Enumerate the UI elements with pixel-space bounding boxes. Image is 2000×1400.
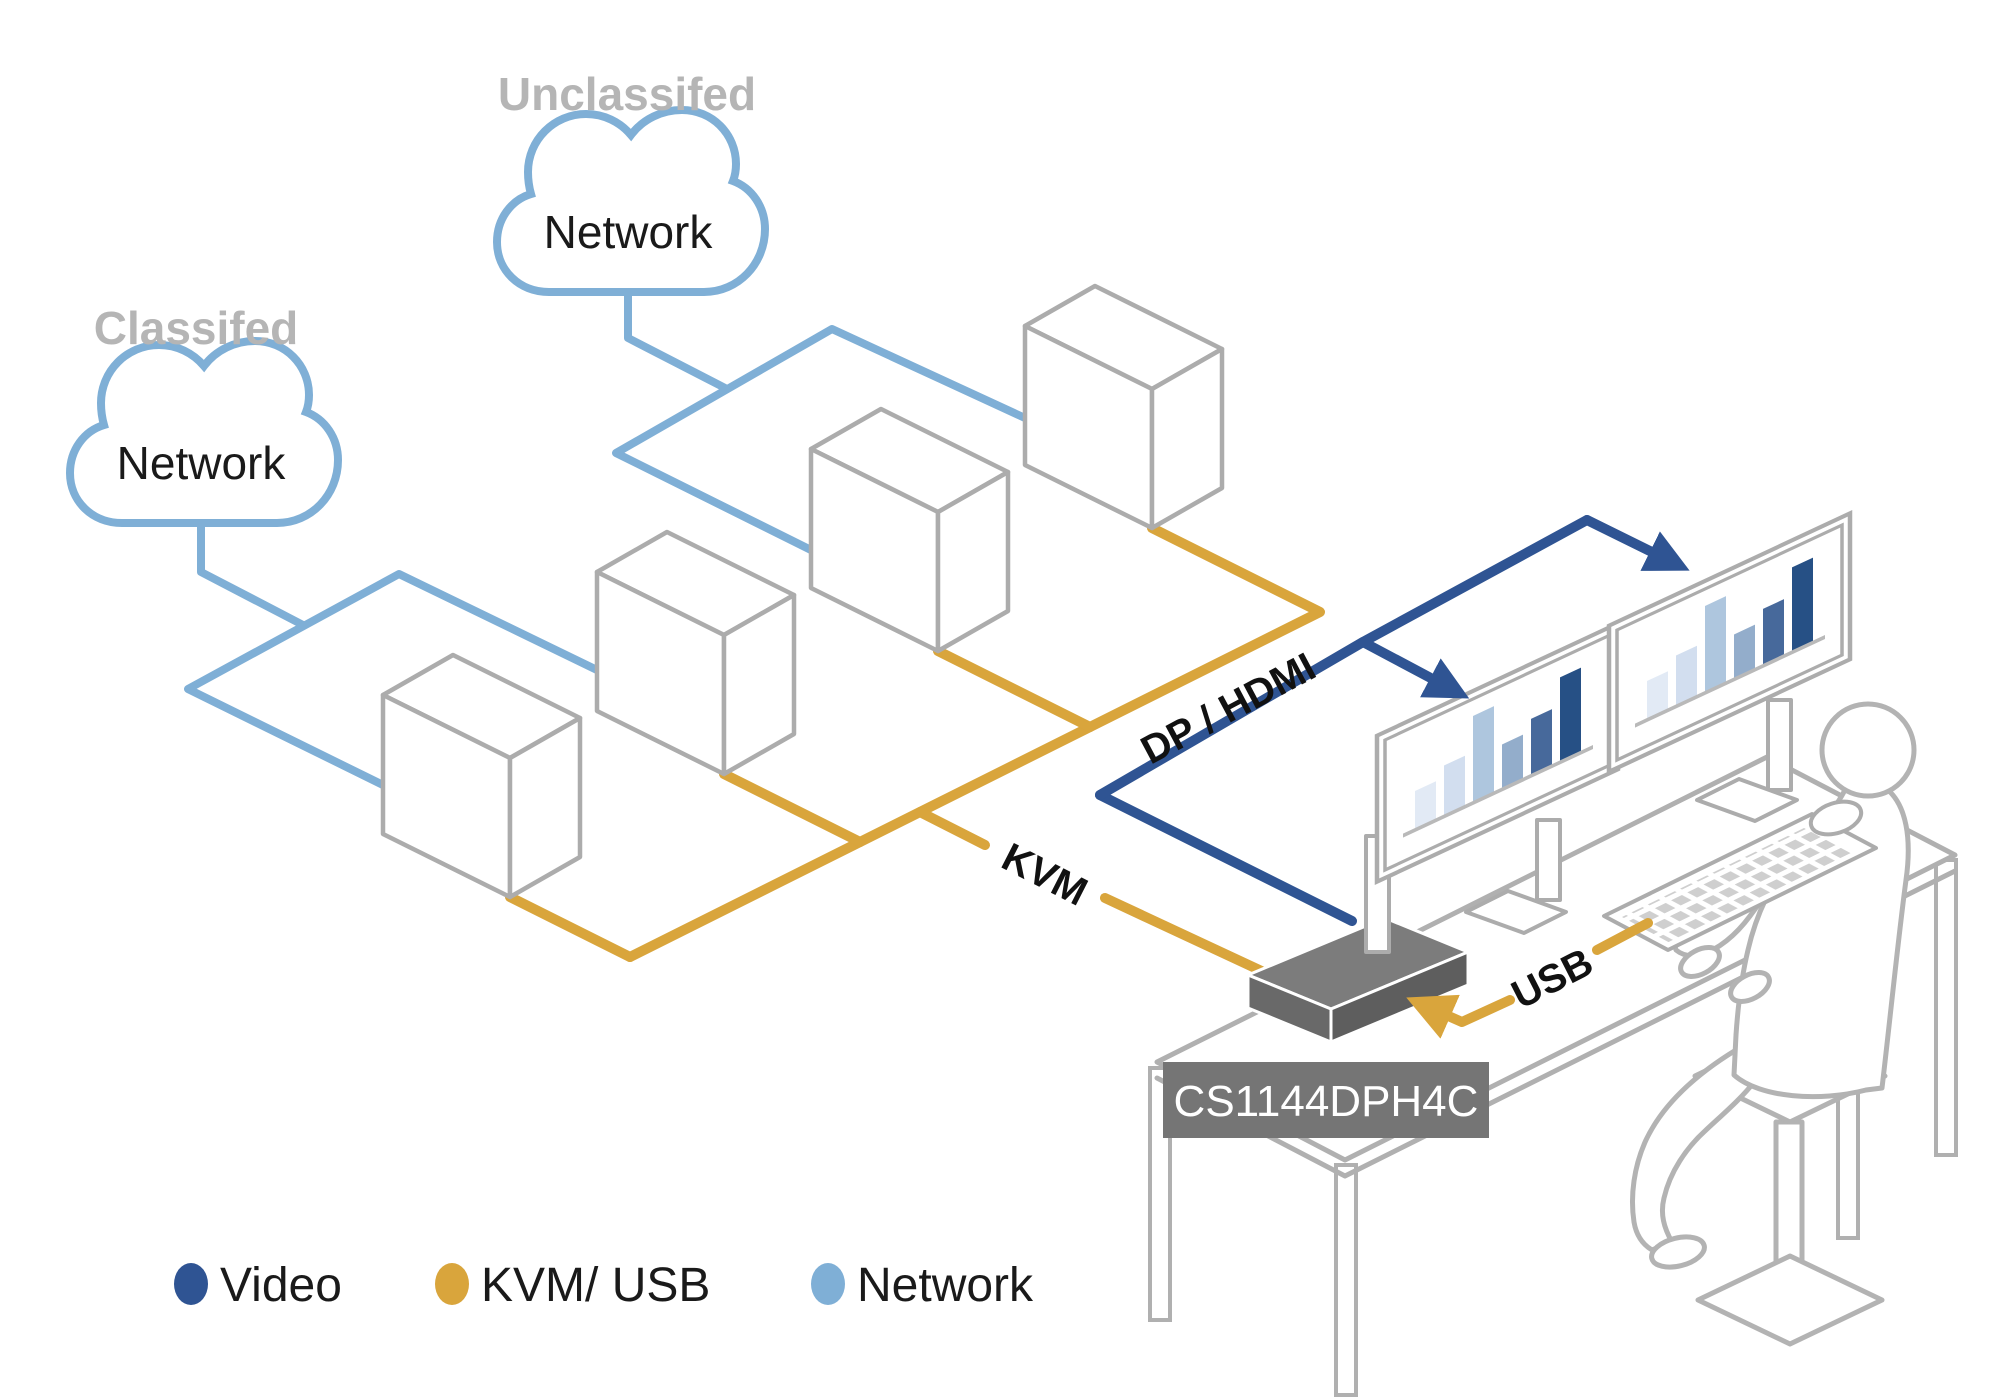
person-leg xyxy=(1630,1047,1757,1253)
classified-cloud-connector xyxy=(197,516,307,629)
video-arrow-monitor2 xyxy=(1582,515,1690,571)
computer-3 xyxy=(811,409,1008,651)
unclassified-network-path xyxy=(612,325,1029,554)
unclassified-cloud-connector xyxy=(624,286,731,393)
desk-leg-right-b xyxy=(1934,858,1958,1157)
person-hand-left xyxy=(1678,945,1722,979)
video-line-label: DP / HDMI xyxy=(1134,645,1323,773)
legend-video-dot xyxy=(174,1263,208,1305)
classified-network-path xyxy=(184,570,601,789)
monitor1-stand-column xyxy=(1535,818,1562,902)
monitor2-stand-column xyxy=(1766,698,1793,792)
usb-segment-arrow xyxy=(1406,994,1515,1039)
computer-2 xyxy=(597,532,794,774)
kvm-stub-computer1 xyxy=(505,892,635,962)
monitor2-stand-base xyxy=(1695,777,1799,823)
monitor1-stand-base xyxy=(1464,889,1568,935)
kvm-bus-lower xyxy=(1100,893,1273,979)
legend-kvm-usb-dot xyxy=(435,1263,469,1305)
device-label-text: CS1144DPH4C xyxy=(1174,1077,1479,1126)
device-label-box xyxy=(1163,1062,1489,1138)
monitor-1 xyxy=(1374,620,1621,886)
keyboard-keys xyxy=(1622,828,1854,944)
legend-kvm-usb-label: KVM/ USB xyxy=(481,1259,710,1312)
device-label: CS1144DPH4C xyxy=(1163,1062,1489,1138)
caption-classified: Classifed xyxy=(94,302,299,354)
person-foot xyxy=(1649,1234,1707,1270)
video-line-to-switch xyxy=(1095,790,1357,926)
kvm-bus-upper xyxy=(915,807,990,850)
legend-network-label: Network xyxy=(857,1259,1034,1312)
monitor-2 xyxy=(1606,510,1853,776)
cloud-classified: Network xyxy=(70,341,338,523)
monitor1-bar-chart xyxy=(1403,667,1593,838)
kvm-switch-right xyxy=(1329,950,1470,1044)
cloud-unclassified-label: Network xyxy=(544,206,714,258)
legend-network-dot xyxy=(811,1263,845,1305)
kvm-switch xyxy=(1246,916,1470,1044)
person-head xyxy=(1819,701,1917,799)
usb-segment-keyboard xyxy=(1592,918,1653,955)
desk-leg-front xyxy=(1334,1163,1358,1397)
stool-base xyxy=(1695,1253,1885,1347)
usb-line xyxy=(1406,918,1653,1039)
mouse xyxy=(1808,799,1864,837)
cloud-classified-label: Network xyxy=(117,437,287,489)
keyboard xyxy=(1602,812,1878,952)
kvm-line-label: KVM xyxy=(995,835,1094,915)
computer-4 xyxy=(1025,286,1222,528)
video-arrow-monitor1 xyxy=(1358,637,1470,699)
computer-1 xyxy=(383,655,580,897)
kvm-stub-computer2 xyxy=(719,769,865,847)
video-lines xyxy=(1095,515,1690,800)
monitor2-screen xyxy=(1615,522,1844,763)
caption-unclassified: Unclassifed xyxy=(498,68,756,120)
legend: Video KVM/ USB Network xyxy=(174,1259,1034,1312)
monitor2-bar-chart xyxy=(1635,557,1825,728)
cloud-unclassified: Network xyxy=(497,110,765,292)
legend-video-label: Video xyxy=(220,1259,342,1312)
kvm-stub-computer3 xyxy=(933,646,1095,732)
person-hand-right xyxy=(1728,970,1772,1004)
kvm-lines xyxy=(505,523,1325,979)
network-lines xyxy=(184,286,1029,789)
